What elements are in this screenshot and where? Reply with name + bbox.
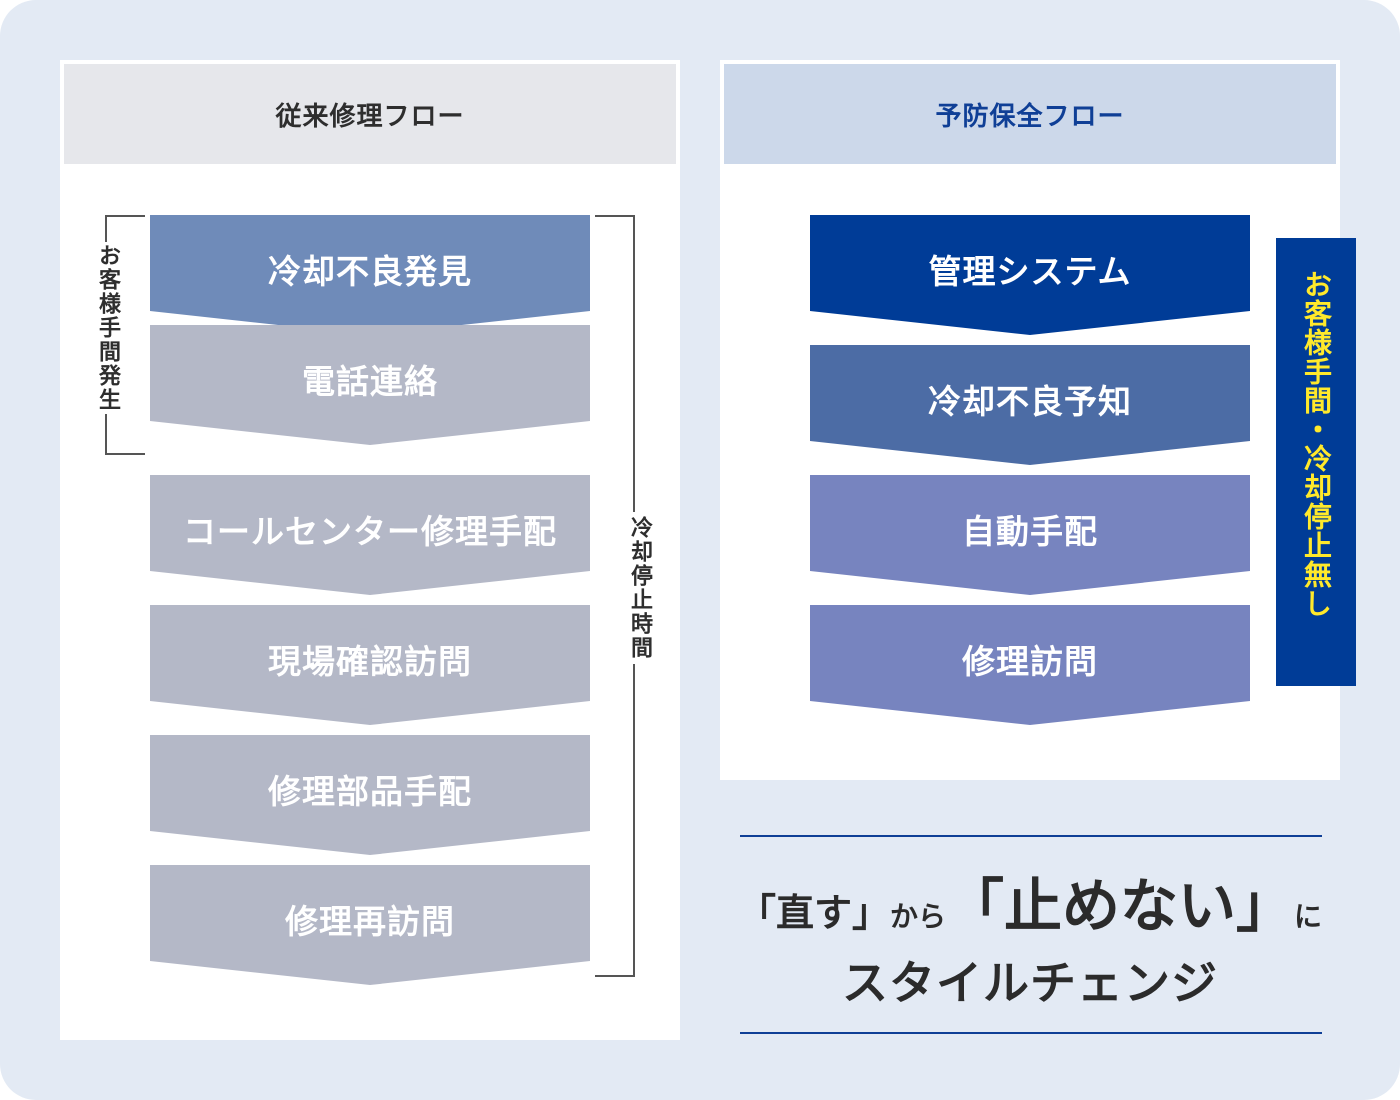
slogan-from: から bbox=[889, 900, 946, 933]
slogan-line-2: スタイルチェンジ bbox=[842, 956, 1218, 1010]
slogan-to: に bbox=[1294, 900, 1323, 933]
preventive-step-4: 修理訪問 bbox=[810, 605, 1250, 725]
no-effort-badge: お客様手間・冷却停止無し bbox=[1276, 238, 1356, 686]
slogan-top-rule bbox=[740, 835, 1322, 837]
preventive-step-2: 冷却不良予知 bbox=[810, 345, 1250, 465]
downtime-label: 冷却停止時間 bbox=[620, 512, 658, 664]
traditional-step-2: 電話連絡 bbox=[150, 325, 590, 445]
customer-effort-label: お客様手間発生 bbox=[88, 242, 126, 414]
slogan-not-stop: 「止めない」 bbox=[946, 872, 1295, 940]
traditional-step-1: 冷却不良発見 bbox=[150, 215, 590, 335]
slogan-bottom-rule bbox=[740, 1032, 1322, 1034]
slogan-fix: 「直す」 bbox=[737, 891, 890, 935]
slogan-line-1: 「直す」から「止めない」に bbox=[720, 866, 1340, 946]
traditional-step-3: コールセンター修理手配 bbox=[150, 475, 590, 595]
traditional-step-5: 修理部品手配 bbox=[150, 735, 590, 855]
traditional-step-6: 修理再訪問 bbox=[150, 865, 590, 985]
preventive-step-1: 管理システム bbox=[810, 215, 1250, 335]
traditional-step-4: 現場確認訪問 bbox=[150, 605, 590, 725]
no-effort-badge-text: お客様手間・冷却停止無し bbox=[1300, 270, 1333, 618]
preventive-step-3: 自動手配 bbox=[810, 475, 1250, 595]
traditional-flow-title: 従来修理フロー bbox=[64, 64, 676, 164]
preventive-flow-title: 予防保全フロー bbox=[724, 64, 1336, 164]
